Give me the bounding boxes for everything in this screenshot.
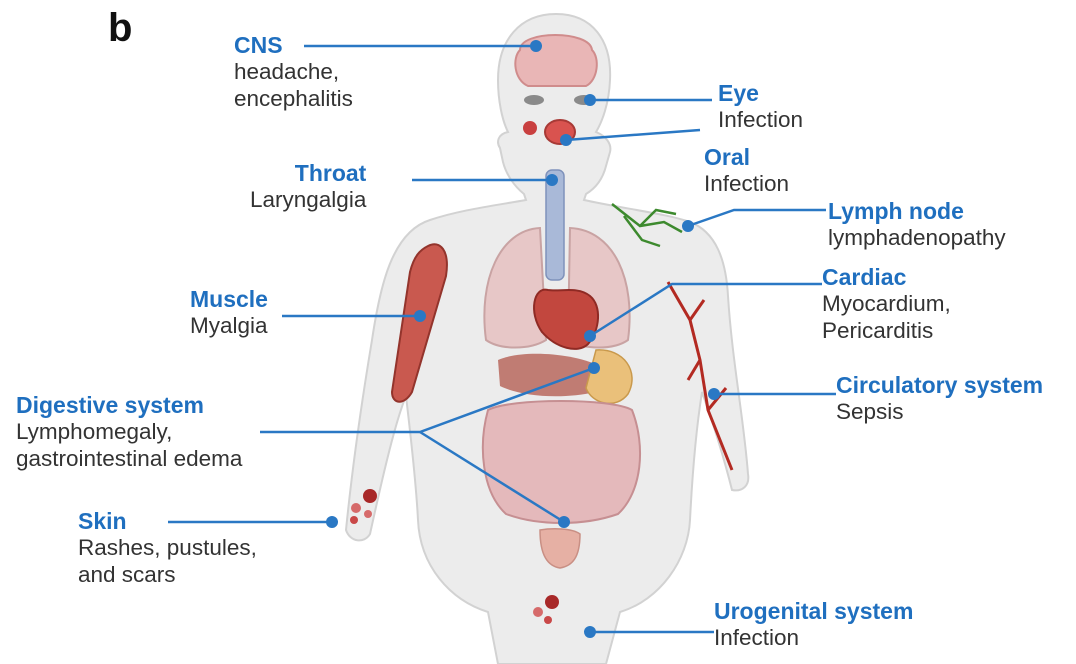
label-throat: Throat Laryngalgia bbox=[250, 160, 366, 214]
label-eye-line1: Infection bbox=[718, 107, 803, 134]
label-oral-line1: Infection bbox=[704, 171, 789, 198]
label-circulatory-line1: Sepsis bbox=[836, 399, 1043, 426]
label-lymph-line1: lymphadenopathy bbox=[828, 225, 1006, 252]
brain-organ bbox=[515, 35, 596, 86]
trachea-organ bbox=[546, 170, 564, 280]
label-urogenital-line1: Infection bbox=[714, 625, 913, 652]
label-skin-line2: and scars bbox=[78, 562, 257, 589]
label-cns-line2: encephalitis bbox=[234, 86, 353, 113]
label-digestive-line1: Lymphomegaly, bbox=[16, 419, 242, 446]
label-cardiac-line2: Pericarditis bbox=[822, 318, 951, 345]
label-circulatory-title: Circulatory system bbox=[836, 372, 1043, 399]
label-oral-title: Oral bbox=[704, 144, 789, 171]
label-eye-title: Eye bbox=[718, 80, 803, 107]
face-rash bbox=[523, 121, 537, 135]
label-eye: Eye Infection bbox=[718, 80, 803, 134]
label-circulatory: Circulatory system Sepsis bbox=[836, 372, 1043, 426]
label-throat-line1: Laryngalgia bbox=[250, 187, 366, 214]
label-digestive-title: Digestive system bbox=[16, 392, 242, 419]
label-cardiac-title: Cardiac bbox=[822, 264, 951, 291]
label-cns-title: CNS bbox=[234, 32, 353, 59]
label-cardiac-line1: Myocardium, bbox=[822, 291, 951, 318]
label-skin-line1: Rashes, pustules, bbox=[78, 535, 257, 562]
panel-letter: b bbox=[108, 6, 132, 51]
label-muscle: Muscle Myalgia bbox=[190, 286, 268, 340]
label-cns: CNS headache, encephalitis bbox=[234, 32, 353, 112]
label-urogenital: Urogenital system Infection bbox=[714, 598, 913, 652]
label-urogenital-title: Urogenital system bbox=[714, 598, 913, 625]
label-lymph-title: Lymph node bbox=[828, 198, 1006, 225]
label-skin: Skin Rashes, pustules, and scars bbox=[78, 508, 257, 588]
label-cns-line1: headache, bbox=[234, 59, 353, 86]
label-lymph: Lymph node lymphadenopathy bbox=[828, 198, 1006, 252]
label-cardiac: Cardiac Myocardium, Pericarditis bbox=[822, 264, 951, 344]
label-skin-title: Skin bbox=[78, 508, 257, 535]
label-muscle-line1: Myalgia bbox=[190, 313, 268, 340]
intestines-organ bbox=[483, 401, 640, 523]
left-eye bbox=[524, 95, 544, 105]
connector-lymph bbox=[688, 210, 826, 226]
label-digestive: Digestive system Lymphomegaly, gastroint… bbox=[16, 392, 242, 472]
label-muscle-title: Muscle bbox=[190, 286, 268, 313]
label-digestive-line2: gastrointestinal edema bbox=[16, 446, 242, 473]
label-throat-title: Throat bbox=[250, 160, 366, 187]
label-oral: Oral Infection bbox=[704, 144, 789, 198]
